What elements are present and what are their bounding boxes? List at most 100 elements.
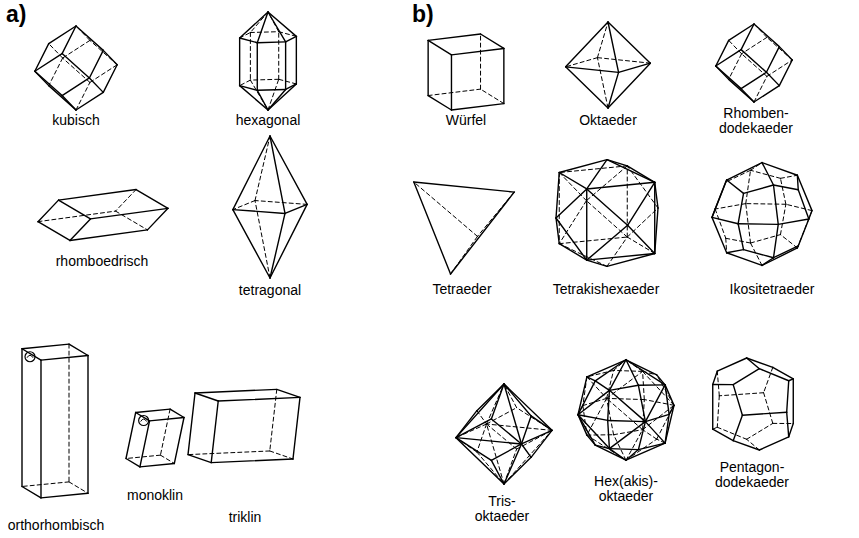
- crystal-edge: [645, 414, 669, 421]
- crystal-edge: [69, 344, 88, 355]
- crystal-edge: [626, 450, 638, 461]
- crystal-edge: [759, 369, 788, 381]
- crystal-edge: [809, 211, 812, 219]
- crystal-edge: [49, 26, 76, 44]
- crystal-form: [713, 358, 794, 450]
- crystal-edge: [727, 250, 744, 253]
- hidden-edge: [49, 58, 63, 86]
- crystal-edge: [491, 444, 521, 460]
- hidden-edge: [780, 235, 797, 248]
- crystal-edge: [270, 213, 285, 278]
- crystal-edge: [70, 219, 91, 241]
- crystal-edge: [59, 200, 91, 219]
- crystal-edge: [70, 230, 148, 241]
- hidden-edge: [559, 201, 586, 244]
- hidden-edge: [729, 40, 742, 53]
- hidden-edge: [116, 190, 137, 212]
- hidden-edge: [481, 89, 504, 103]
- form-label: kubisch: [52, 113, 99, 128]
- crystal-edge: [587, 260, 607, 266]
- crystal-edge: [789, 424, 794, 437]
- crystal-edge: [713, 371, 718, 384]
- crystal-edge: [628, 225, 655, 253]
- hidden-edge: [504, 430, 552, 484]
- crystal-edge: [233, 136, 270, 210]
- crystal-edge: [759, 437, 788, 450]
- crystal-edge: [627, 166, 654, 182]
- crystal-edge: [174, 417, 184, 463]
- crystal-edge: [778, 219, 809, 224]
- crystal-edge: [195, 389, 277, 393]
- crystal-edge: [713, 384, 733, 386]
- crystal-edge: [609, 385, 638, 390]
- hidden-edge: [780, 178, 785, 204]
- crystal-edge: [140, 421, 150, 467]
- hidden-edge: [643, 371, 674, 405]
- crystal-edge: [741, 72, 766, 88]
- hidden-edge: [607, 398, 645, 399]
- form-label: Würfel: [446, 113, 486, 128]
- hidden-edge: [477, 424, 487, 452]
- crystal-edge: [285, 42, 286, 90]
- crystal-edge: [566, 67, 619, 73]
- hidden-edge: [188, 451, 270, 455]
- crystal-edge: [638, 422, 645, 450]
- hidden-edge: [726, 170, 751, 182]
- crystal-edge: [738, 193, 743, 223]
- crystal-edge: [665, 405, 674, 443]
- form-label: orthorhombisch: [8, 518, 105, 533]
- form-label: Tris- oktaeder: [470, 494, 534, 523]
- crystal-edge: [140, 463, 174, 466]
- crystal-edge: [628, 182, 655, 225]
- crystal-form: [556, 160, 658, 267]
- crystal-edge: [456, 411, 477, 438]
- crystal-edge: [773, 367, 793, 379]
- crystal-edge: [481, 34, 504, 48]
- crystal-form: [414, 182, 514, 274]
- crystal-edge: [521, 416, 531, 444]
- crystal-edge: [35, 71, 49, 85]
- axis-symbol: [141, 419, 147, 422]
- crystal-edge: [76, 26, 103, 50]
- crystal-edge: [742, 412, 786, 415]
- crystal-edge: [626, 360, 638, 386]
- hidden-edge: [559, 173, 586, 201]
- crystal-edge: [491, 460, 504, 484]
- crystal-edge: [608, 420, 646, 421]
- crystal-edge: [35, 71, 62, 95]
- crystal-edge: [451, 48, 503, 54]
- crystal-edge: [608, 72, 619, 108]
- crystal-edge: [240, 38, 258, 43]
- crystal-edge: [21, 349, 22, 487]
- hidden-edge: [719, 393, 763, 396]
- form-label: Ikositetraeder: [730, 282, 815, 297]
- crystal-edge: [587, 182, 655, 189]
- crystal-edge: [626, 360, 665, 385]
- crystal-form: [578, 360, 674, 460]
- crystal-edge: [559, 160, 607, 173]
- crystal-edge: [268, 84, 296, 110]
- crystal-edge: [595, 360, 626, 381]
- hidden-edge: [587, 434, 614, 435]
- hidden-edge: [480, 34, 481, 89]
- crystal-edge: [738, 223, 778, 225]
- crystal-edge: [150, 417, 184, 420]
- hidden-edge: [597, 58, 608, 108]
- form-label: triklin: [229, 510, 262, 525]
- crystal-edge: [270, 136, 307, 204]
- form-label: rhomboedrisch: [56, 254, 149, 269]
- crystal-edge: [49, 86, 76, 110]
- crystal-edge: [608, 63, 650, 108]
- crystal-edge: [645, 422, 665, 444]
- crystal-edge: [773, 224, 778, 257]
- crystal-edge: [587, 360, 626, 377]
- crystal-edge: [715, 182, 726, 209]
- crystal-edge: [428, 96, 451, 110]
- hidden-edge: [69, 482, 88, 493]
- crystal-form: [22, 344, 88, 498]
- crystal-form: [712, 163, 812, 266]
- hidden-edge: [644, 400, 674, 406]
- crystal-edge: [587, 377, 595, 381]
- axis-symbol: [25, 352, 35, 362]
- crystal-edge: [798, 219, 809, 246]
